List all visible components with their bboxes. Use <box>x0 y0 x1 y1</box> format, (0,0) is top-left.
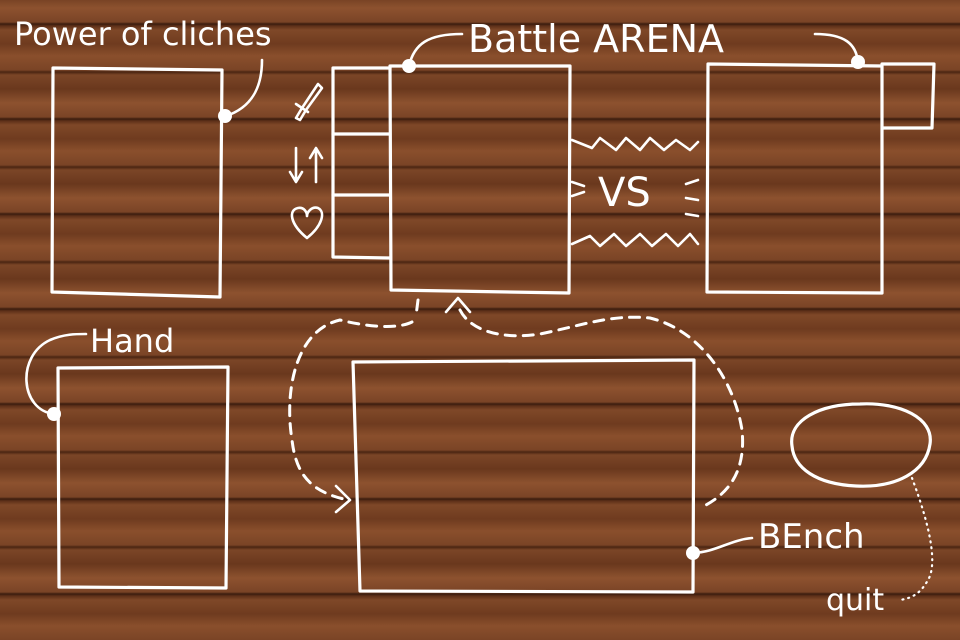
arena-right-callout-line <box>813 32 860 64</box>
opponent-arena-card <box>705 62 936 295</box>
heart-icon <box>290 206 324 240</box>
player-arena-card[interactable] <box>388 64 572 295</box>
power-label: Power of cliches <box>14 15 272 53</box>
arena-label: Battle ARENA <box>468 17 724 61</box>
sword-icon <box>294 82 324 122</box>
bench-callout-line <box>691 536 754 555</box>
hand-label: Hand <box>90 322 174 360</box>
flow-arrows <box>288 296 745 514</box>
opponent-callout-dot <box>851 55 865 69</box>
quit-button[interactable] <box>790 402 932 488</box>
power-deck-zone[interactable] <box>50 66 224 299</box>
hand-callout-line <box>25 332 88 416</box>
bench-label: BEnch <box>758 517 865 557</box>
vs-banner <box>570 136 700 248</box>
quit-label: quit <box>826 583 884 618</box>
swap-arrows-icon <box>288 146 324 184</box>
arena-callout-line <box>407 32 464 68</box>
hand-zone[interactable] <box>56 365 230 590</box>
vs-label: VS <box>598 170 651 216</box>
stat-tabs <box>331 66 392 260</box>
quit-callout-line <box>898 476 934 602</box>
power-callout-dot <box>218 109 232 123</box>
power-callout-line <box>224 58 264 118</box>
bench-zone[interactable] <box>351 358 696 594</box>
